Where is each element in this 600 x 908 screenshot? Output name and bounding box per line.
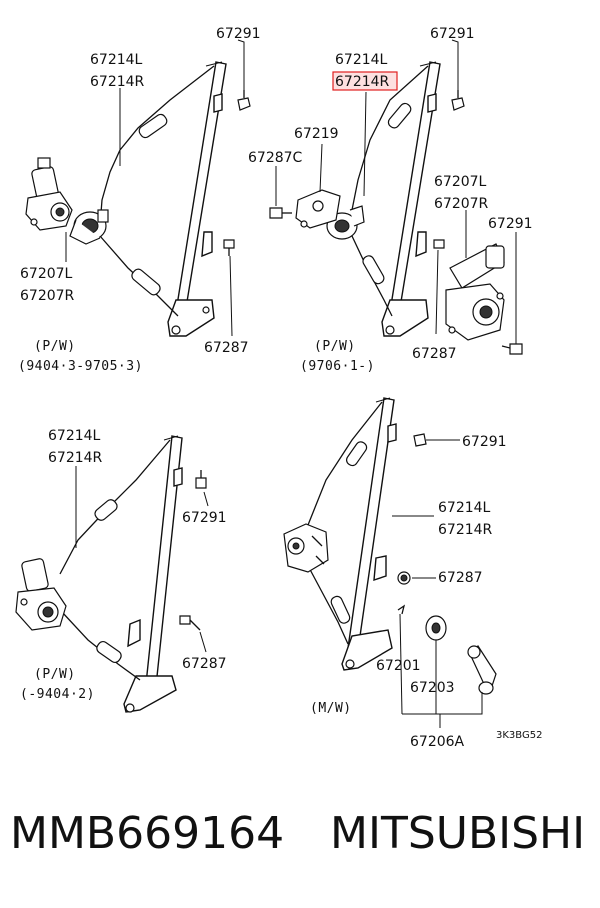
panel-3-power-window-pre-1994: 67214L 67214R 67291 67287 (P/W) (-9404·2… xyxy=(15,428,227,713)
cable-sleeve xyxy=(138,113,168,139)
diagram-code: 3K3BG52 xyxy=(496,730,542,741)
callout-67214l: 67214L xyxy=(48,428,101,444)
bolt-67291 xyxy=(237,90,251,111)
callout-67291-motor: 67291 xyxy=(488,216,533,232)
callout-67214r-highlighted: 67214R xyxy=(335,74,390,90)
callout-67291: 67291 xyxy=(216,26,261,42)
bolt-67287 xyxy=(223,239,235,256)
callout-67291: 67291 xyxy=(182,510,227,526)
callout-67207l: 67207L xyxy=(20,266,73,282)
bolt-67287 xyxy=(397,571,411,585)
bolt-67287 xyxy=(433,239,445,249)
bolt-67291 xyxy=(413,433,427,447)
callout-67214r: 67214R xyxy=(48,450,103,466)
manual-regulator-gear xyxy=(283,523,329,573)
callout-67207r: 67207R xyxy=(20,288,75,304)
power-window-motor xyxy=(15,558,67,631)
callout-67214l: 67214L xyxy=(335,52,388,68)
callout-67207l: 67207L xyxy=(434,174,487,190)
caption-date-range: (9706·1-) xyxy=(300,359,375,374)
caption-type: (P/W) xyxy=(34,339,76,354)
window-crank-handle-67206a xyxy=(467,645,497,695)
power-window-motor xyxy=(445,243,505,341)
highlighted-part-box xyxy=(332,71,398,91)
callout-67287: 67287 xyxy=(204,340,249,356)
callout-67201: 67201 xyxy=(376,658,421,674)
callout-67287: 67287 xyxy=(182,656,227,672)
callout-67206a: 67206A xyxy=(410,734,465,750)
callout-67214l: 67214L xyxy=(90,52,143,68)
caption-date-range: (9404·3-9705·3) xyxy=(18,359,143,374)
clip-67201 xyxy=(397,604,406,615)
power-window-motor xyxy=(25,157,73,231)
panel-1-power-window-1994-1997: 67291 67214L 67214R 67207L 67207R 67287 … xyxy=(18,26,261,374)
callout-67219: 67219 xyxy=(294,126,339,142)
caption-type: (P/W) xyxy=(314,339,356,354)
bolt-67291 xyxy=(195,470,207,489)
callout-67287: 67287 xyxy=(412,346,457,362)
panel-4-manual-window: 67291 67214L 67214R 67287 67201 67203 67… xyxy=(283,397,507,750)
washer-67203 xyxy=(425,615,447,641)
caption-date-range: (-9404·2) xyxy=(20,687,95,702)
regulator-base-bracket xyxy=(341,629,393,671)
caption-type: (P/W) xyxy=(34,667,76,682)
callout-67291-top: 67291 xyxy=(430,26,475,42)
product-footer: MMB669164 MITSUBISHI xyxy=(0,808,600,878)
regulator-base-bracket xyxy=(381,299,429,337)
bolt-67291-motor xyxy=(501,343,523,355)
callout-67214r: 67214R xyxy=(90,74,145,90)
regulator-base-bracket xyxy=(123,675,177,713)
callout-67203: 67203 xyxy=(410,680,455,696)
cable-drum-unit xyxy=(69,209,109,245)
caption-type: (M/W) xyxy=(310,701,352,716)
callout-67287c: 67287C xyxy=(248,150,303,166)
callout-67207r: 67207R xyxy=(434,196,489,212)
bolt-67291-top xyxy=(451,90,465,111)
callout-67287: 67287 xyxy=(438,570,483,586)
panel-2-power-window-1997: 67291 67214L 67214R 67219 67287C 67207L … xyxy=(248,26,533,374)
brand-name: MITSUBISHI xyxy=(330,808,586,859)
bolt-67287c xyxy=(269,207,292,219)
part-number: MMB669164 xyxy=(10,808,285,859)
callout-67214r: 67214R xyxy=(438,522,493,538)
regulator-base-bracket xyxy=(167,299,215,337)
callout-67291: 67291 xyxy=(462,434,507,450)
bolt-67287 xyxy=(179,615,201,631)
callout-67214l: 67214L xyxy=(438,500,491,516)
